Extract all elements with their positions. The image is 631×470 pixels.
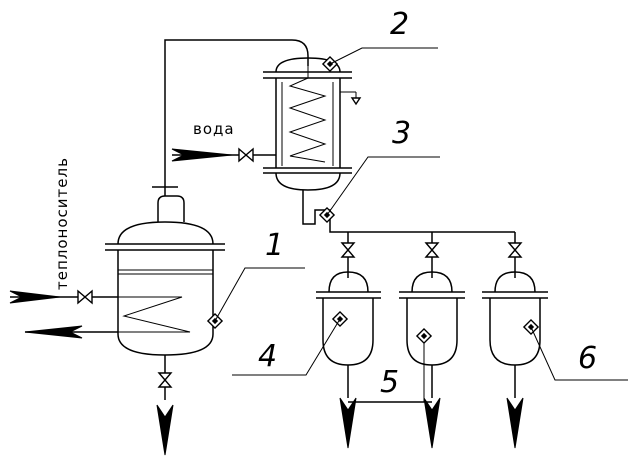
valve-icon xyxy=(425,242,439,258)
reactor-main xyxy=(86,186,225,356)
relief-valve-icon xyxy=(350,97,362,106)
valve-icon xyxy=(77,290,93,304)
receiver-6 xyxy=(482,232,548,449)
receiver-5 xyxy=(399,232,465,449)
valve-icon xyxy=(158,372,172,388)
callout-6: 6 xyxy=(578,341,597,376)
reactor-drain xyxy=(156,355,174,456)
sensor-icon xyxy=(416,328,432,344)
callout-leaders xyxy=(214,47,628,381)
coil-icon xyxy=(288,66,327,163)
valve-icon xyxy=(238,148,254,162)
callout-2: 2 xyxy=(390,7,409,42)
water-inlet xyxy=(171,148,276,162)
flow-arrow-icon xyxy=(171,148,233,162)
callout-3: 3 xyxy=(392,116,411,151)
callout-4: 4 xyxy=(258,339,277,374)
water-label: вода xyxy=(193,120,235,138)
valve-icon xyxy=(341,242,355,258)
flow-arrow-icon xyxy=(9,290,61,304)
callout-5: 5 xyxy=(380,365,399,400)
condenser xyxy=(263,57,362,191)
vapor-line xyxy=(164,39,309,187)
heat-carrier-lines xyxy=(9,290,118,339)
valve-icon xyxy=(508,242,522,258)
flow-arrow-icon xyxy=(506,397,524,449)
flow-arrow-icon xyxy=(423,397,441,449)
receiver-4 xyxy=(316,232,381,449)
heat-carrier-label: теплоноситель xyxy=(53,157,71,290)
flow-arrow-icon xyxy=(339,397,357,449)
callout-1: 1 xyxy=(265,228,284,263)
flow-arrow-icon xyxy=(24,325,83,339)
flow-arrow-icon xyxy=(156,404,174,456)
condensate-line xyxy=(302,190,515,233)
